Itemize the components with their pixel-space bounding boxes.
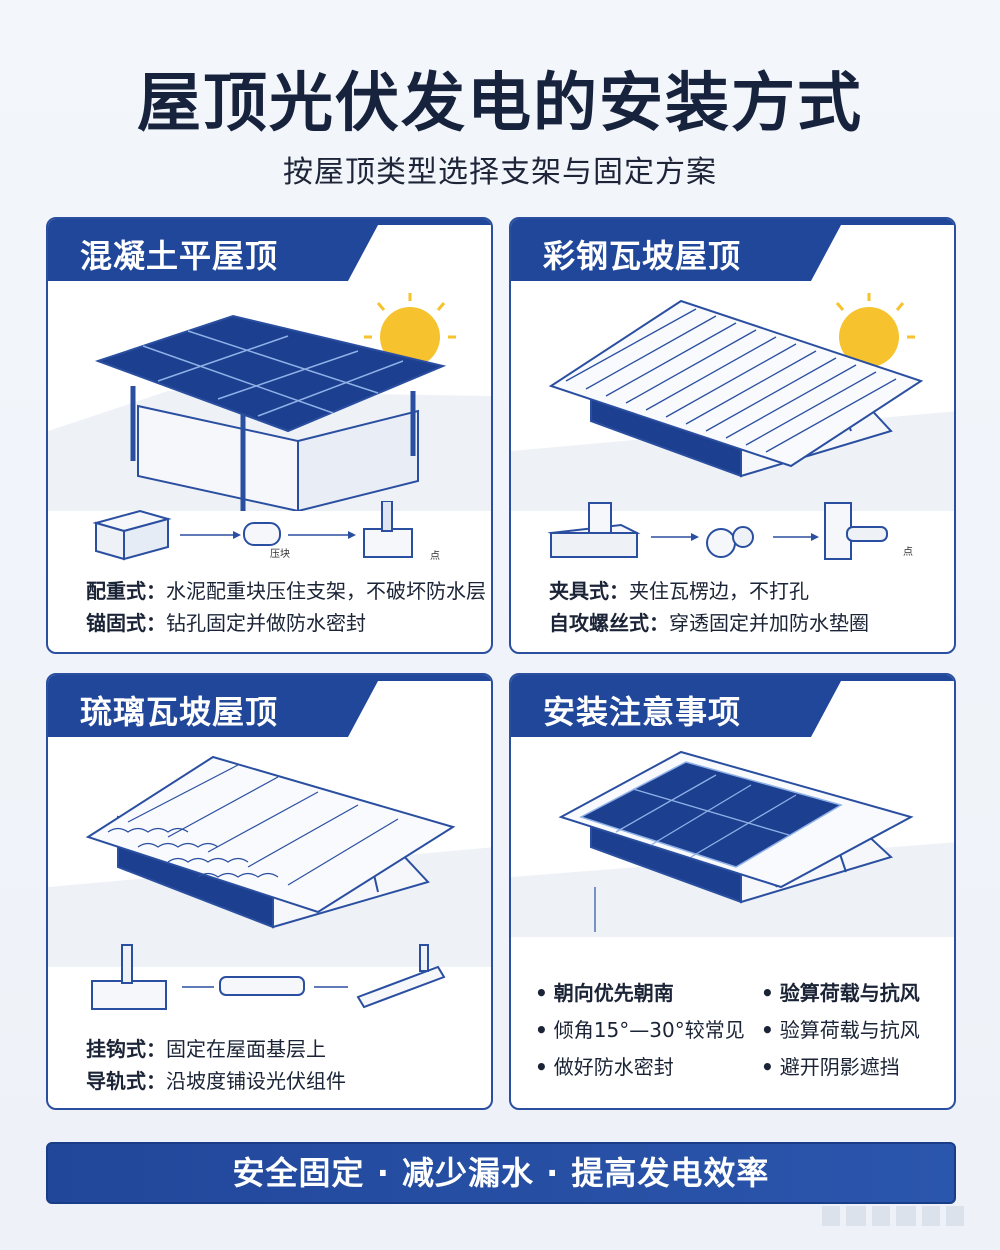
screw-washer-icon [706,526,754,558]
tip-item: •做好防水密封 [535,1055,674,1079]
mount-label: 点 [903,546,913,558]
card-header: 安装注意事项 [511,675,954,737]
flat-roof-mounts: 压块 点 [92,501,440,562]
card-title: 安装注意事项 [543,693,742,731]
card-header: 混凝土平屋顶 [48,219,491,281]
tile-roof-mounts [91,944,446,1010]
sun-icon [835,293,915,367]
anchored-post-icon [363,501,413,558]
card-title: 混凝土平屋顶 [80,237,279,275]
steel-roof-illustration [511,293,954,511]
roof-hook-icon [91,944,167,1010]
card-flat-roof: 混凝土平屋顶 [46,217,493,654]
flat-roof-illustration [48,293,491,511]
mount-label-2: 点 [430,550,440,562]
tips-left: •朝向优先朝南 •倾角15°—30°较常见 •做好防水密封 [535,977,745,1080]
tip-item: •验算荷载与抗风 [761,981,920,1005]
bracket-screw-icon [824,502,888,560]
card-tile-roof: 琉璃瓦坡屋顶 [46,673,493,1110]
page-subtitle: 按屋顶类型选择支架与固定方案 [283,155,717,190]
panel-roof-illustration [511,750,954,937]
steel-roof-mounts: 点 [547,502,913,560]
rail-icon [219,976,305,996]
watermark-icon [822,1206,964,1226]
ballast-block-icon [92,509,172,561]
desc-line: 配重式：水泥配重块压住支架，不破坏防水层 [86,579,486,603]
tips-right: •验算荷载与抗风 •验算荷载与抗风 •避开阴影遮挡 [761,977,920,1080]
card-title: 琉璃瓦坡屋顶 [80,693,279,731]
card-header: 琉璃瓦坡屋顶 [48,675,491,737]
rail-clamp-icon [356,944,446,1009]
page-title: 屋顶光伏发电的安装方式 [137,67,863,141]
tip-item: •避开阴影遮挡 [761,1055,900,1079]
card-steel-roof: 彩钢瓦坡屋顶 [509,217,956,654]
sun-icon [364,293,456,367]
tile-roof-illustration [48,755,491,967]
desc-line: 自攻螺丝式：穿透固定并加防水垫圈 [549,611,869,635]
desc-line: 挂钩式：固定在屋面基层上 [86,1037,326,1061]
anchor-bolt-icon [243,522,281,546]
desc-line: 导轨式：沿坡度铺设光伏组件 [86,1069,346,1093]
desc-line: 锚固式：钻孔固定并做防水密封 [86,611,366,635]
card-title: 彩钢瓦坡屋顶 [543,237,742,275]
clamp-icon [547,502,641,558]
card-notes: 安装注意事项 •朝向优先朝南 •倾角15°—30°较常见 •做好防水密封 •验算… [509,673,956,1110]
card-header: 彩钢瓦坡屋顶 [511,219,954,281]
tip-item: •验算荷载与抗风 [761,1018,920,1042]
desc-line: 夹具式：夹住瓦楞边，不打孔 [549,579,809,603]
footer-banner: 安全固定 · 减少漏水 · 提高发电效率 [46,1142,956,1204]
tip-item: •朝向优先朝南 [535,981,674,1005]
mount-label-1: 压块 [270,548,290,560]
tip-item: •倾角15°—30°较常见 [535,1018,745,1042]
